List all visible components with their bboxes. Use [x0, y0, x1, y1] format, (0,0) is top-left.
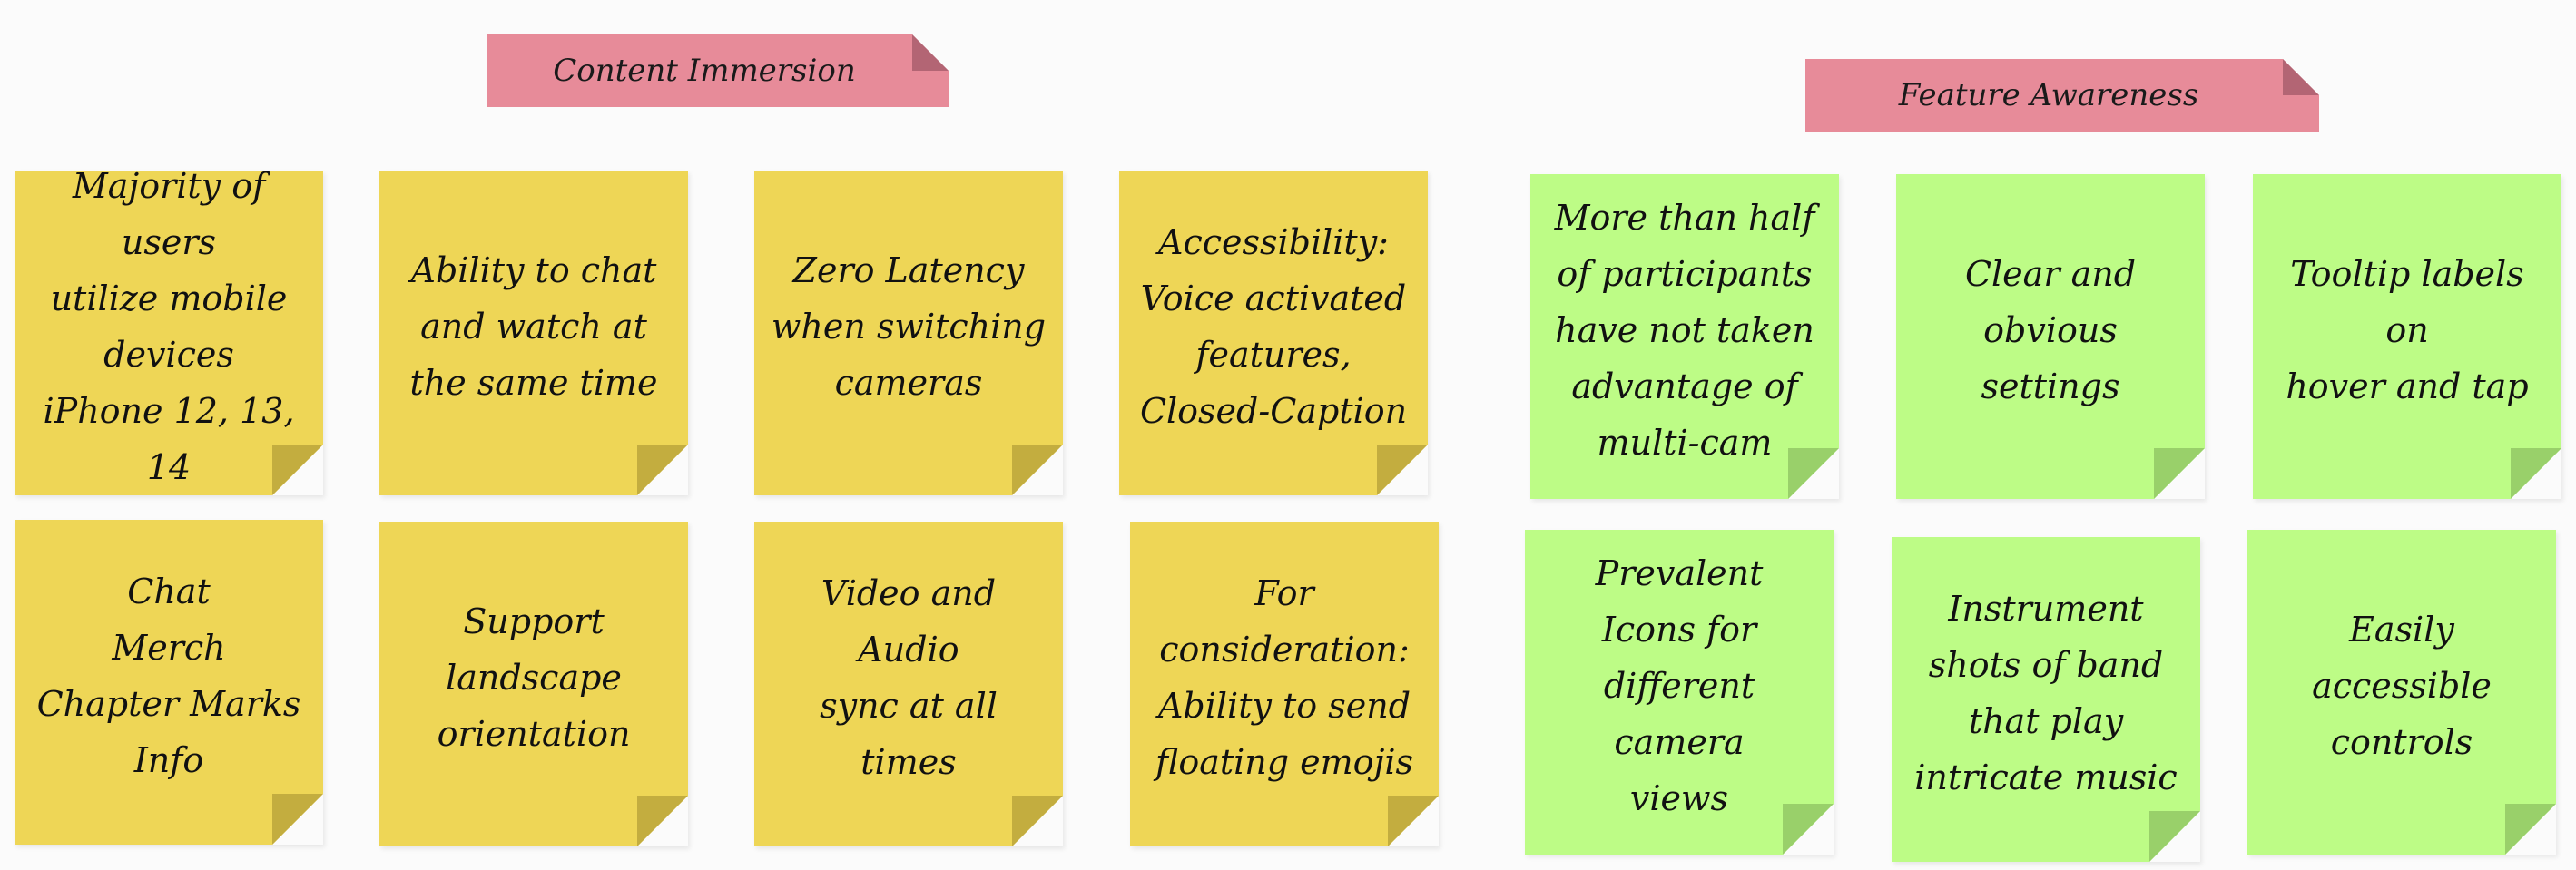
note-curl	[272, 794, 323, 845]
sticky-note-text: Chat Merch Chapter Marks Info	[36, 572, 301, 780]
sticky-note-multi-cam: More than half of participants have not …	[1530, 174, 1839, 499]
label-fold-shadow	[2283, 59, 2319, 95]
sticky-note-zero-latency: Zero Latency when switching cameras	[754, 171, 1063, 495]
note-curl	[1012, 796, 1063, 846]
sticky-note-text: Accessibility: Voice activated features,…	[1139, 222, 1408, 431]
feature-awareness-label-text: Feature Awareness	[1898, 77, 2199, 113]
note-curl	[2511, 448, 2561, 499]
sticky-note-text: Ability to chat and watch at the same ti…	[409, 250, 658, 403]
sticky-note-chat-and-watch: Ability to chat and watch at the same ti…	[379, 171, 688, 495]
sticky-note-text: Tooltip labels on hover and tap	[2286, 254, 2529, 406]
note-curl	[637, 796, 688, 846]
sticky-note-floating-emojis: For consideration: Ability to send float…	[1130, 522, 1439, 846]
sticky-note-text: Majority of users utilize mobile devices…	[43, 166, 295, 487]
note-curl	[2149, 811, 2200, 862]
label-fold-shadow	[912, 34, 949, 71]
feature-awareness-label: Feature Awareness	[1805, 59, 2319, 132]
content-immersion-label: Content Immersion	[487, 34, 949, 107]
sticky-note-accessibility: Accessibility: Voice activated features,…	[1119, 171, 1428, 495]
sticky-note-clear-settings: Clear and obvious settings	[1896, 174, 2205, 499]
sticky-note-text: Support landscape orientation	[437, 601, 631, 754]
sticky-note-text: For consideration: Ability to send float…	[1155, 573, 1414, 782]
note-curl	[1788, 448, 1839, 499]
sticky-note-av-sync: Video and Audio sync at all times	[754, 522, 1063, 846]
sticky-note-text: Clear and obvious settings	[1964, 254, 2137, 406]
note-curl	[2154, 448, 2205, 499]
note-curl	[272, 445, 323, 495]
note-curl	[1377, 445, 1428, 495]
sticky-note-mobile-devices: Majority of users utilize mobile devices…	[15, 166, 323, 495]
note-curl	[1388, 796, 1439, 846]
sticky-note-text: Easily accessible controls	[2312, 610, 2492, 762]
sticky-note-text: More than half of participants have not …	[1554, 198, 1815, 463]
sticky-note-accessible-controls: Easily accessible controls	[2247, 530, 2556, 855]
sticky-note-tooltip-labels: Tooltip labels on hover and tap	[2253, 174, 2561, 499]
sticky-note-text: Zero Latency when switching cameras	[771, 250, 1047, 403]
sticky-note-chat-merch: Chat Merch Chapter Marks Info	[15, 520, 323, 845]
content-immersion-label-text: Content Immersion	[553, 53, 856, 89]
sticky-note-text: Prevalent Icons for different camera vie…	[1595, 553, 1764, 818]
note-curl	[2505, 804, 2556, 855]
sticky-note-instrument-shots: Instrument shots of band that play intri…	[1892, 537, 2200, 862]
sticky-note-prevalent-icons: Prevalent Icons for different camera vie…	[1525, 530, 1834, 855]
sticky-note-text: Instrument shots of band that play intri…	[1914, 589, 2178, 797]
note-curl	[637, 445, 688, 495]
note-curl	[1012, 445, 1063, 495]
note-curl	[1783, 804, 1834, 855]
sticky-note-landscape: Support landscape orientation	[379, 522, 688, 846]
sticky-note-text: Video and Audio sync at all times	[820, 573, 998, 782]
